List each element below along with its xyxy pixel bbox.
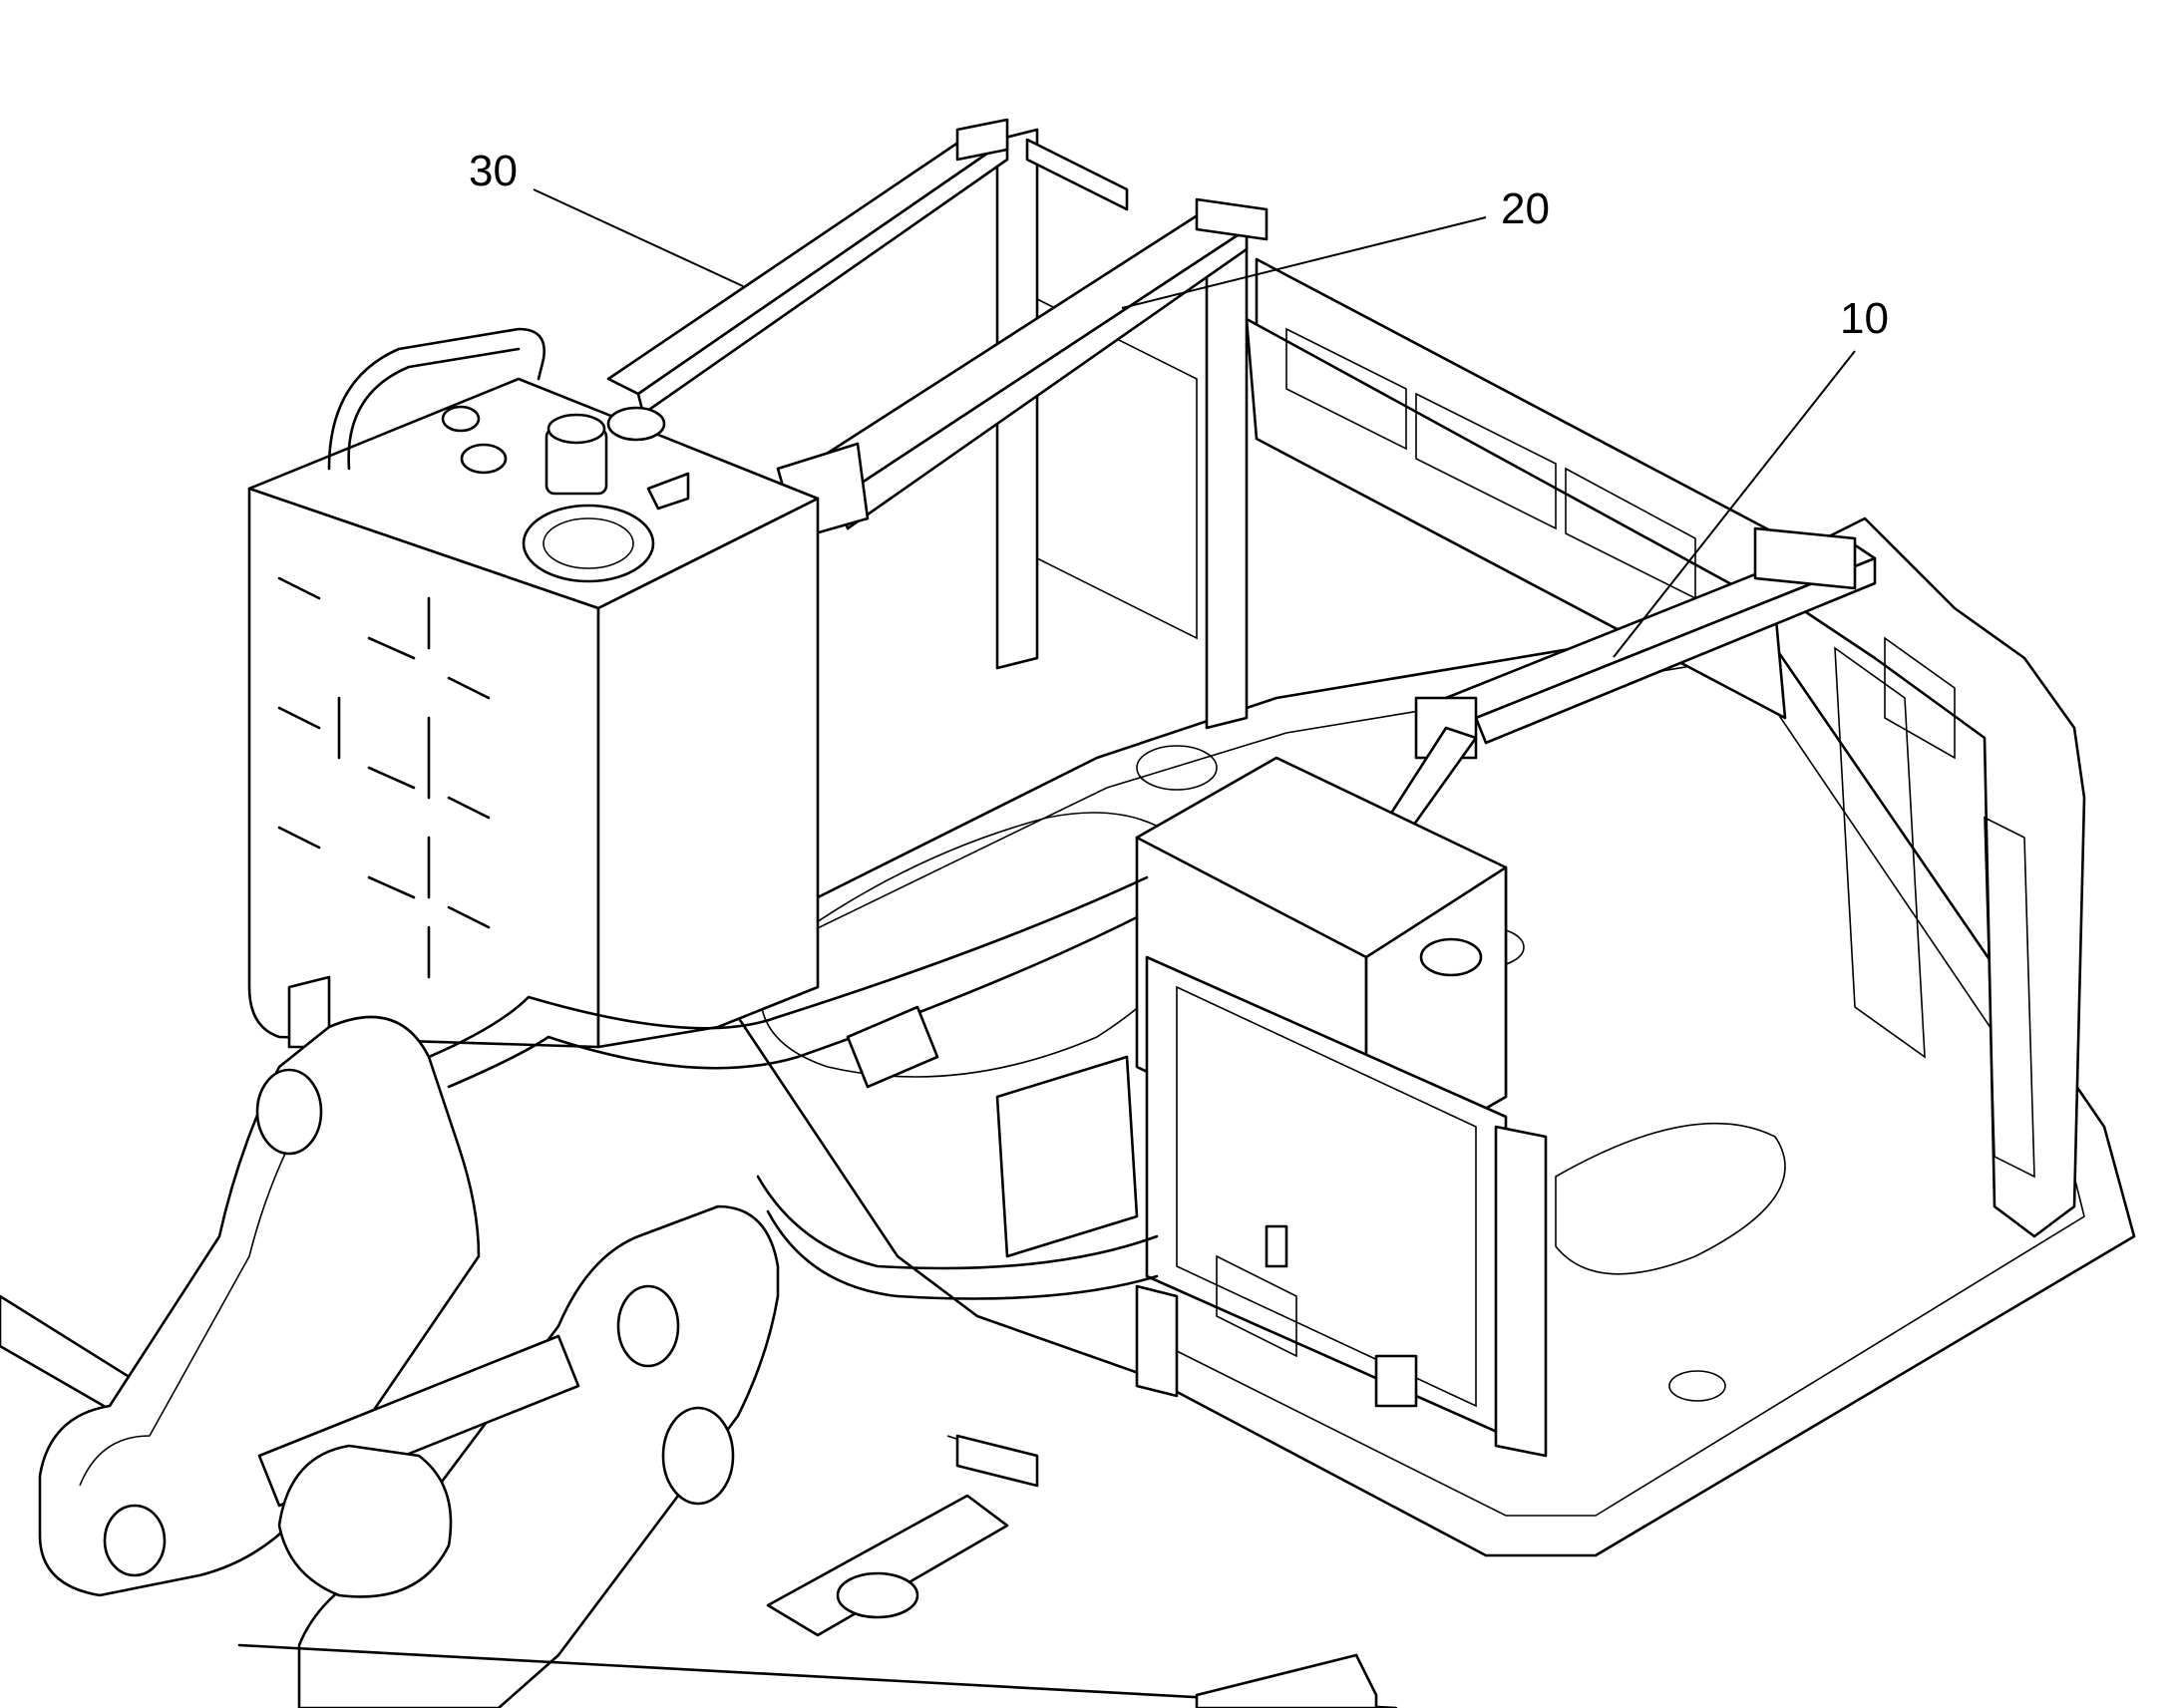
front-posts xyxy=(995,128,1249,730)
loader-frame xyxy=(0,1015,1398,1708)
callouts: 30 20 10 xyxy=(469,147,1889,658)
control-panel-box xyxy=(1135,756,1548,1458)
callout-label-20: 20 xyxy=(1501,184,1550,233)
cross-beam-part-30 xyxy=(606,118,1009,416)
callout-label-30: 30 xyxy=(469,147,518,195)
leader-30 xyxy=(533,188,744,287)
center-rails xyxy=(427,875,1159,1300)
tank-assembly xyxy=(247,327,820,1049)
leader-20 xyxy=(1121,216,1487,309)
callout-label-10: 10 xyxy=(1840,294,1889,343)
leader-10 xyxy=(1613,350,1856,658)
right-side-panel xyxy=(1783,516,2086,1238)
diagonal-support-part-20 xyxy=(776,197,1269,540)
